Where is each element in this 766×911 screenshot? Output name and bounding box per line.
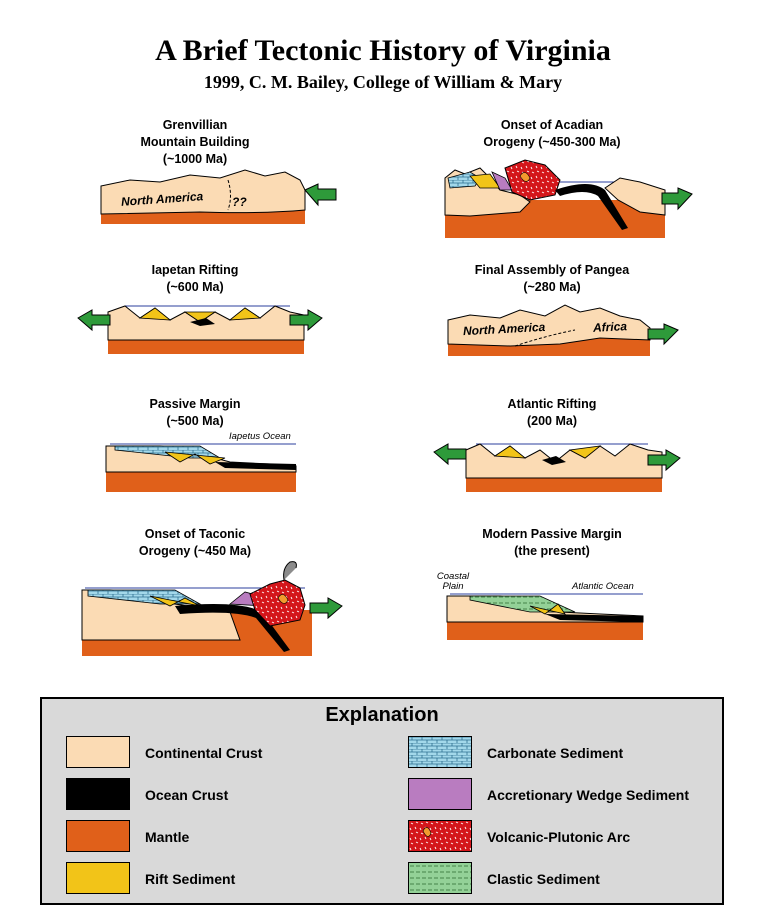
legend-label: Continental Crust — [145, 745, 263, 761]
page-subtitle: 1999, C. M. Bailey, College of William &… — [203, 72, 563, 92]
legend-label: Mantle — [145, 829, 190, 845]
ocean-crust-swatch — [66, 778, 130, 810]
rift-sediment-swatch — [66, 862, 130, 894]
label-unknown: ?? — [232, 195, 247, 209]
arrow-icon — [309, 597, 343, 620]
legend-label: Carbonate Sediment — [487, 745, 624, 761]
mantle-swatch — [66, 820, 130, 852]
label-atlantic-ocean: Atlantic Ocean — [572, 581, 634, 592]
panel-title-iapetan-rifting: Iapetan Rifting (~600 Ma) — [151, 263, 239, 294]
panel-title-taconic: Onset of Taconic Orogeny (~450 Ma) — [138, 527, 252, 558]
continental-crust-swatch — [66, 736, 130, 768]
panel-title-pangea: Final Assembly of Pangea (~280 Ma) — [474, 263, 630, 294]
panel-title-passive-margin: Passive Margin (~500 Ma) — [149, 397, 241, 428]
panel-title-modern-margin: Modern Passive Margin (the present) — [482, 527, 622, 558]
panel-passive-margin — [105, 443, 297, 492]
arrow-icon — [647, 323, 679, 346]
panel-iapetan-rifting — [77, 305, 323, 354]
arrow-icon — [77, 309, 111, 332]
panel-grenvillian — [100, 169, 337, 224]
panel-atlantic-rifting — [433, 443, 681, 492]
arrow-icon — [289, 309, 323, 332]
label-iapetus-ocean: Iapetus Ocean — [229, 431, 291, 442]
legend-label: Volcanic-Plutonic Arc — [487, 829, 631, 845]
panel-pangea — [447, 304, 679, 356]
volcanic-arc-swatch — [408, 820, 472, 852]
page-title: A Brief Tectonic History of Virginia — [155, 34, 611, 67]
clastic-sediment-swatch — [408, 862, 472, 894]
carbonate-sediment-swatch — [408, 736, 472, 768]
arrow-icon — [304, 183, 337, 207]
arrow-icon — [433, 443, 467, 466]
arrow-icon — [647, 449, 681, 472]
legend-label: Accretionary Wedge Sediment — [487, 787, 690, 803]
arrow-icon — [661, 187, 693, 211]
legend: Explanation Continental Crust Ocean Crus… — [40, 697, 724, 905]
volcano-plume-icon — [283, 561, 297, 581]
accretionary-wedge-swatch — [408, 778, 472, 810]
panel-acadian — [444, 159, 693, 238]
panel-title-atlantic-rifting: Atlantic Rifting (200 Ma) — [507, 397, 597, 428]
panel-modern-margin — [446, 593, 644, 640]
label-coastal-plain: Coastal Plain — [436, 571, 470, 592]
legend-label: Rift Sediment — [145, 871, 236, 887]
panel-title-acadian: Onset of Acadian Orogeny (~450-300 Ma) — [483, 118, 621, 149]
panel-title-grenvillian: Grenvillian Mountain Building (~1000 Ma) — [140, 118, 250, 166]
label-africa: Africa — [592, 319, 628, 335]
legend-label: Clastic Sediment — [487, 871, 600, 887]
legend-title: Explanation — [325, 704, 439, 726]
legend-label: Ocean Crust — [145, 787, 229, 803]
panel-taconic — [81, 561, 343, 656]
